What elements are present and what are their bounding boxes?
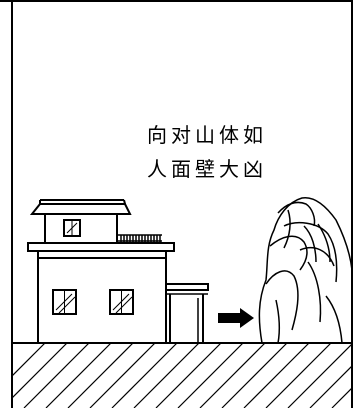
terrace-railing [118, 234, 162, 243]
lower-window-left [52, 289, 77, 315]
caption-line-1: 向对山体如 [147, 123, 267, 147]
lower-window-right [109, 289, 134, 315]
ground-hatching [12, 342, 353, 408]
direction-arrow [218, 308, 254, 328]
porch [165, 283, 209, 343]
mountain-rock [258, 197, 353, 344]
upper-window [63, 219, 81, 237]
house [27, 199, 175, 344]
caption-line-2: 人面壁大凶 [147, 157, 267, 181]
